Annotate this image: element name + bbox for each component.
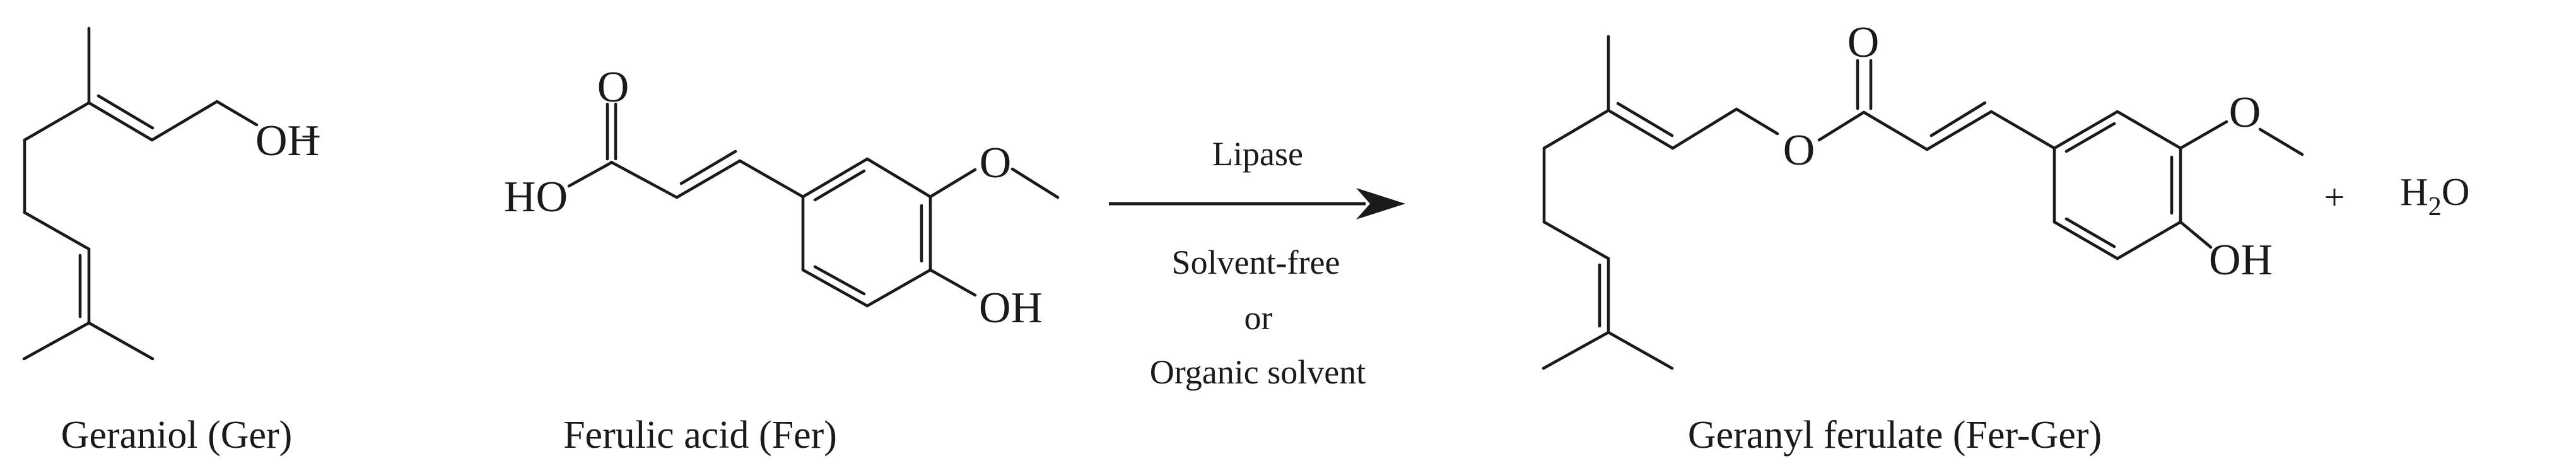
bond	[215, 100, 259, 127]
bond	[928, 268, 977, 297]
bond	[1929, 101, 1987, 137]
bond	[2064, 217, 2116, 248]
bond	[2052, 220, 2119, 260]
bond	[87, 101, 154, 142]
catalyst-label: Lipase	[1212, 135, 1303, 173]
bond	[813, 265, 866, 296]
water-h: H	[2400, 171, 2428, 214]
geraniol-structure: OH	[22, 26, 319, 361]
bond	[150, 100, 219, 142]
water-subscript: 2	[2428, 192, 2442, 221]
bond	[2116, 110, 2182, 150]
reaction-arrow: Lipase Solvent-free or Organic solvent	[1109, 135, 1405, 391]
geraniol-label: Geraniol (Ger)	[61, 414, 293, 457]
condition-label-2: or	[1244, 299, 1273, 337]
bond	[865, 268, 932, 308]
bond	[865, 157, 932, 199]
bond	[87, 321, 155, 361]
bond	[2052, 110, 2119, 150]
atom-label: HO	[504, 173, 568, 221]
atom-label: O	[597, 63, 629, 112]
bond	[1817, 110, 1866, 142]
atom-label: O	[2229, 88, 2261, 137]
geranyl-ferulate-structure: O O O OH	[1542, 18, 2304, 370]
arrow-head	[1356, 188, 1405, 219]
bond	[928, 168, 977, 199]
condition-label-3: Organic solvent	[1150, 353, 1366, 391]
atom-label: OH	[979, 284, 1043, 332]
ferulic-acid-label: Ferulic acid (Fer)	[563, 414, 837, 457]
plus-operator-2: +	[2324, 177, 2345, 218]
bond	[22, 321, 91, 361]
atom-label: OH	[255, 117, 319, 165]
bond	[813, 169, 866, 202]
bond	[801, 157, 869, 199]
atom-label: O	[980, 139, 1012, 187]
bond	[1735, 107, 1779, 136]
atom-label: O	[1847, 18, 1880, 67]
bond	[1616, 102, 1674, 137]
water-formula: H2O	[2400, 171, 2470, 221]
bond	[23, 211, 91, 251]
bond	[1542, 330, 1610, 370]
bond	[1607, 108, 1675, 150]
bond	[97, 94, 155, 130]
bond	[1542, 108, 1610, 150]
bond	[1010, 167, 1060, 199]
bond	[1542, 220, 1610, 260]
bond	[675, 159, 742, 199]
plus-operator-1: +	[301, 116, 322, 157]
atom-label: OH	[2209, 236, 2273, 284]
bond	[23, 101, 91, 142]
bond	[738, 159, 805, 199]
bond	[1925, 110, 1993, 151]
bond	[1671, 107, 1738, 150]
bond	[2258, 127, 2304, 156]
ferulic-acid-structure: O HO O OH	[504, 63, 1060, 332]
geranyl-ferulate-label: Geranyl ferulate (Fer-Ger)	[1688, 414, 2102, 457]
water-o: O	[2442, 171, 2470, 214]
bond	[1607, 330, 1674, 370]
bond	[1989, 110, 2056, 150]
atom-label: O	[1783, 126, 1815, 175]
bond	[2179, 220, 2213, 249]
condition-label-1: Solvent-free	[1172, 243, 1340, 281]
bond	[2116, 220, 2182, 260]
bond	[679, 149, 737, 185]
bond	[2179, 120, 2228, 150]
bond	[609, 160, 679, 199]
bond	[1862, 110, 1929, 151]
bond	[567, 161, 613, 188]
bond	[801, 268, 869, 308]
bond	[2064, 122, 2116, 153]
